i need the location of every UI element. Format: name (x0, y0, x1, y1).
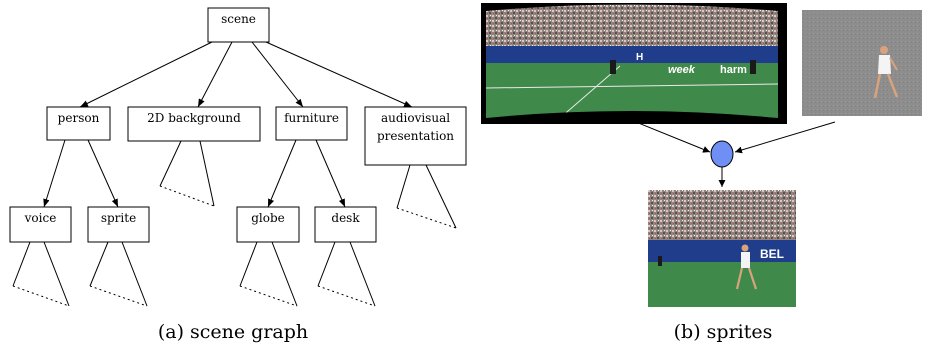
subtree-background (159, 140, 215, 207)
svg-text:week: week (668, 64, 696, 76)
compositor-node (710, 140, 734, 168)
node-sprite: sprite (87, 206, 150, 243)
node-person: person (46, 106, 111, 141)
svg-text:H: H (636, 52, 643, 63)
node-2d-background: 2D background (127, 106, 261, 142)
node-desk: desk (314, 206, 377, 243)
scene-graph: scene person 2D background furniture aud… (9, 7, 467, 343)
node-audiovisual-presentation: audiovisual presentation (364, 106, 467, 166)
node-globe: globe (236, 206, 300, 243)
svg-text:harm: harm (720, 64, 747, 76)
panorama-sprite: H week harm (481, 3, 787, 124)
caption-sprites: (b) sprites (674, 321, 773, 343)
subtree-voice (12, 241, 70, 307)
node-furniture-label: furniture (284, 111, 339, 125)
player-sprite (802, 10, 922, 116)
scene-graph-edges (12, 41, 457, 307)
composited-scene: BEL (648, 190, 796, 307)
node-sprite-label: sprite (101, 211, 136, 225)
node-audiovisual-label-line1: audiovisual (381, 111, 450, 125)
node-person-label: person (58, 111, 100, 125)
subtree-audiovisual (396, 164, 457, 229)
arrow-player-to-compositor (734, 121, 836, 154)
edge-scene-background (197, 41, 233, 108)
edge-person-voice (43, 139, 66, 208)
sprite-arrows (630, 119, 836, 187)
arrow-panorama-to-compositor (630, 119, 711, 153)
sprites-figure: H week harm (481, 3, 922, 343)
node-voice-label: voice (24, 211, 57, 225)
edge-scene-furniture (251, 41, 304, 108)
node-voice: voice (9, 206, 72, 243)
subtree-sprite (89, 241, 148, 307)
node-furniture: furniture (275, 106, 348, 141)
node-audiovisual-label-line2: presentation (377, 129, 454, 143)
subtree-desk (317, 241, 376, 307)
node-globe-label: globe (251, 211, 285, 225)
svg-text:BEL: BEL (760, 247, 784, 261)
node-2d-background-label: 2D background (147, 111, 241, 125)
edge-scene-person (79, 41, 213, 108)
node-scene: scene (207, 7, 270, 43)
node-desk-label: desk (331, 211, 360, 225)
edge-person-sprite (87, 139, 119, 208)
edge-furniture-globe (267, 139, 297, 208)
subtree-globe (239, 241, 298, 307)
edge-furniture-desk (315, 139, 346, 208)
edge-scene-audiovisual (265, 41, 413, 108)
node-scene-label: scene (221, 12, 256, 26)
caption-scene-graph: (a) scene graph (158, 321, 308, 343)
